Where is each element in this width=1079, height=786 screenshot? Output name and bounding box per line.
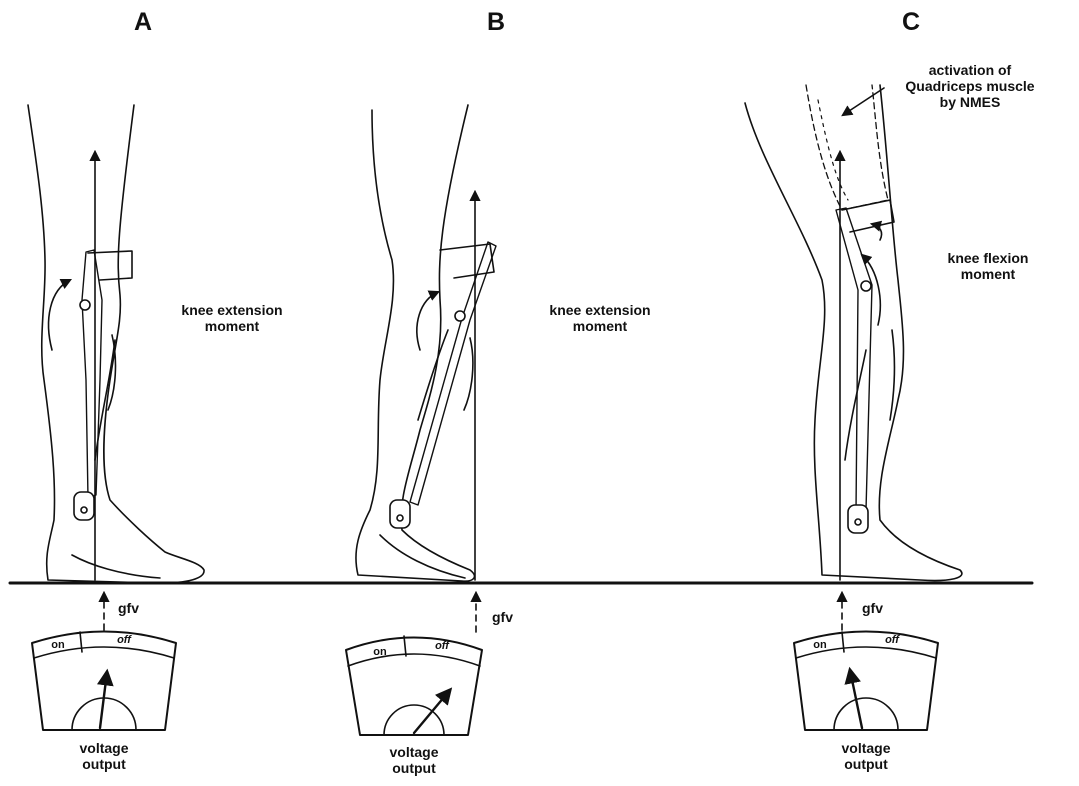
voltage-output-b-line2: output [364, 760, 464, 776]
moment-label-a-line1: knee extension [152, 302, 312, 318]
moment-label-c: knee flexion moment [928, 250, 1048, 282]
moment-label-c-line2: moment [928, 266, 1048, 282]
meter-a-off: off [117, 634, 132, 646]
moment-label-a: knee extension moment [152, 302, 312, 334]
voltage-output-c-line1: voltage [816, 740, 916, 756]
gfv-label-a: gfv [118, 600, 139, 616]
meter-c-off: off [885, 634, 900, 646]
voltage-output-c: voltage output [816, 740, 916, 772]
voltage-output-a: voltage output [54, 740, 154, 772]
activation-label: activation of Quadriceps muscle by NMES [880, 62, 1060, 110]
meter-b-off: off [435, 640, 450, 652]
voltage-output-b-line1: voltage [364, 744, 464, 760]
panel-label-b: B [487, 8, 505, 37]
meter-a-on: on [51, 639, 65, 651]
leg-b [356, 105, 496, 581]
leg-a [28, 105, 204, 583]
moment-label-b-line2: moment [520, 318, 680, 334]
moment-label-b-line1: knee extension [520, 302, 680, 318]
activation-line2: Quadriceps muscle [880, 78, 1060, 94]
meter-b-on: on [373, 646, 387, 658]
panel-label-a: A [134, 8, 152, 37]
meter-a-needle [100, 672, 107, 728]
gfv-label-b: gfv [492, 609, 513, 625]
moment-label-a-line2: moment [152, 318, 312, 334]
panel-label-c: C [902, 8, 920, 37]
voltage-output-b: voltage output [364, 744, 464, 776]
meter-c-on: on [813, 639, 827, 651]
meter-b-needle [414, 690, 450, 733]
voltage-output-a-line2: output [54, 756, 154, 772]
activation-line1: activation of [880, 62, 1060, 78]
voltage-output-c-line2: output [816, 756, 916, 772]
meter-b [346, 636, 482, 735]
moment-label-b: knee extension moment [520, 302, 680, 334]
moment-label-c-line1: knee flexion [928, 250, 1048, 266]
leg-c [745, 85, 962, 581]
gfv-label-c: gfv [862, 600, 883, 616]
voltage-output-a-line1: voltage [54, 740, 154, 756]
activation-line3: by NMES [880, 94, 1060, 110]
